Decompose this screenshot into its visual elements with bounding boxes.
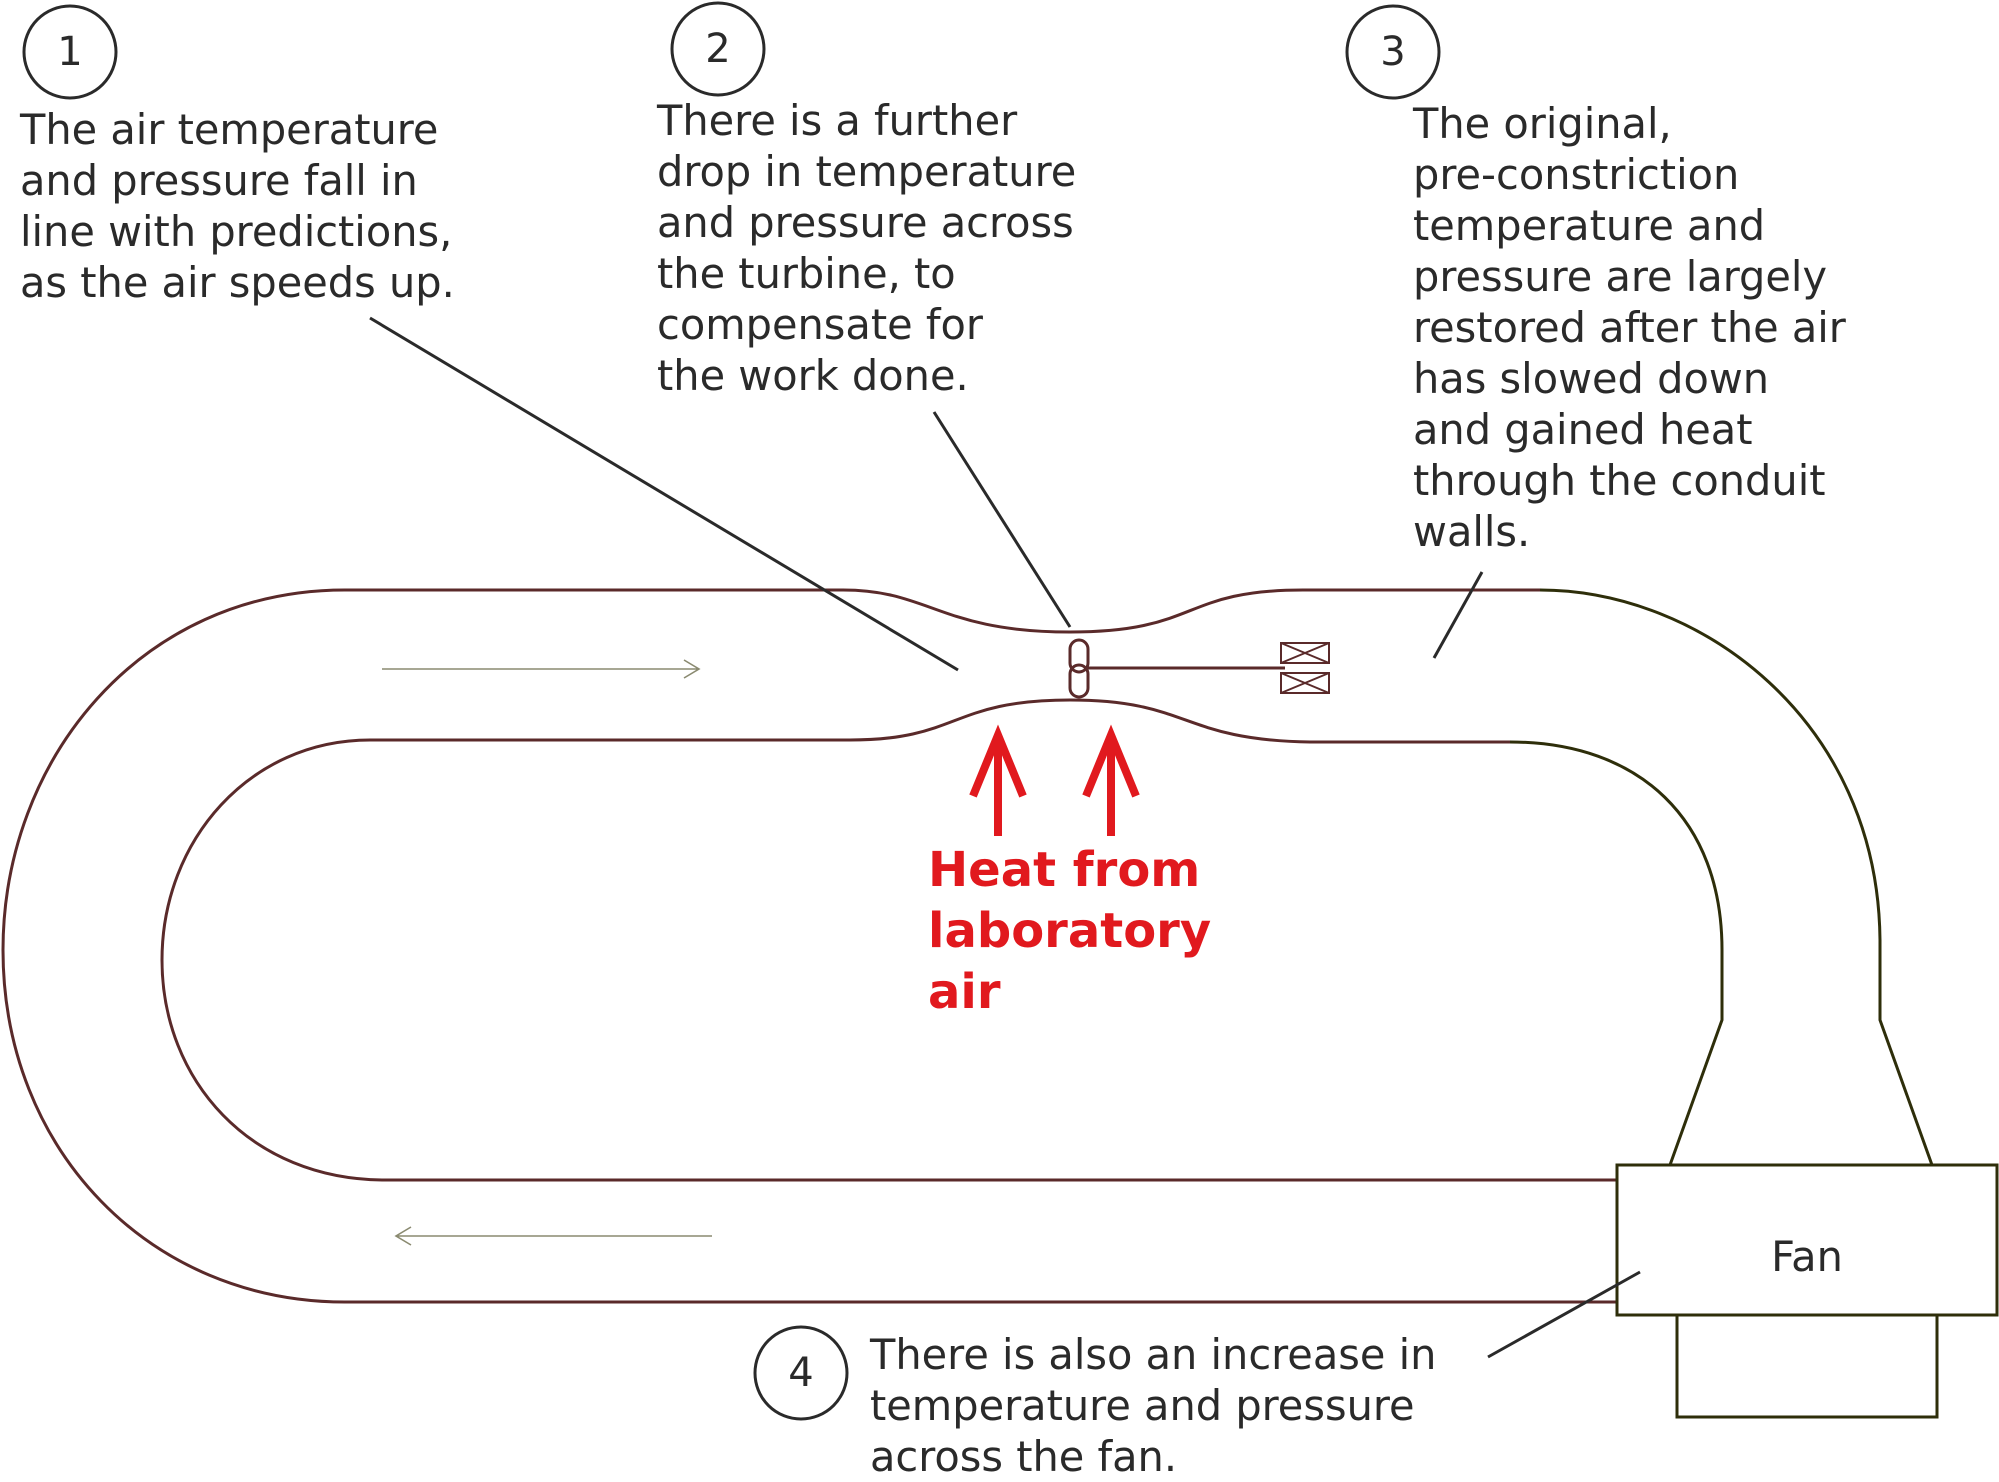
callout-number-3: 3 xyxy=(1380,29,1406,75)
leader-lines xyxy=(369,316,1641,1359)
heat-label: Heat from laboratory air xyxy=(928,842,1212,1020)
number-circles xyxy=(22,1,1441,1421)
number-circle-3 xyxy=(1345,4,1441,100)
turbine-rotor-lower xyxy=(1068,663,1090,699)
callout-text-1: The air temperature and pressure fall in… xyxy=(20,105,455,307)
bearing-upper xyxy=(1280,642,1330,664)
callout-text-4: There is also an increase in temperature… xyxy=(870,1330,1437,1481)
leader-line-1 xyxy=(369,316,959,672)
turbine-rotor-upper xyxy=(1068,638,1090,674)
callout-number-4: 4 xyxy=(788,1350,814,1396)
inner-conduit-right-bend xyxy=(1509,740,1724,1166)
callout-number-2: 2 xyxy=(705,26,731,72)
leader-line-3 xyxy=(1432,571,1484,659)
callout-text-2: There is a further drop in temperature a… xyxy=(657,96,1077,400)
leader-line-2 xyxy=(932,411,1072,628)
number-circle-2 xyxy=(670,1,766,97)
heat-arrow-right xyxy=(1082,724,1140,836)
outer-conduit-right xyxy=(1539,588,1934,1166)
fan-label: Fan xyxy=(1771,1232,1843,1281)
inner-conduit-left-bend xyxy=(160,738,386,1182)
flow-arrows xyxy=(382,659,712,1246)
callout-text-3: The original, pre-constriction temperatu… xyxy=(1413,99,1846,556)
outer-conduit-left-bend xyxy=(1,588,346,1304)
bearing-lower-cross xyxy=(1280,672,1330,694)
turbine-bearings xyxy=(1280,642,1330,694)
callout-number-1: 1 xyxy=(57,29,83,75)
turbine xyxy=(1068,638,1285,699)
leader-line-4 xyxy=(1487,1270,1641,1359)
outer-conduit-top-wall xyxy=(345,588,1540,634)
heat-arrows xyxy=(969,724,1140,836)
flow-arrow-right xyxy=(382,659,701,679)
inner-conduit xyxy=(160,698,1617,1182)
flow-arrow-left xyxy=(394,1226,712,1246)
fan-motor xyxy=(1675,1313,1939,1419)
number-circle-4 xyxy=(753,1325,849,1421)
inner-conduit-top-wall xyxy=(370,698,1510,744)
fan xyxy=(1615,1163,1999,1419)
heat-arrow-left xyxy=(969,724,1027,836)
bearing-lower xyxy=(1280,672,1330,694)
number-circle-1 xyxy=(22,4,118,100)
outer-conduit-right-bend xyxy=(1539,588,1934,1166)
inner-conduit-right xyxy=(1509,740,1724,1166)
bearing-upper-cross xyxy=(1280,642,1330,664)
outer-conduit xyxy=(1,588,1617,1304)
